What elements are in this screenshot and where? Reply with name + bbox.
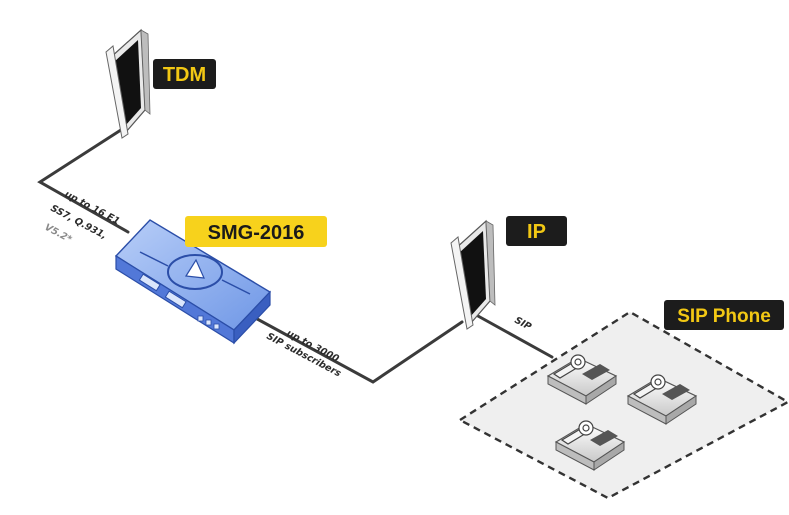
e1-line3-label: V5.2* bbox=[43, 222, 74, 245]
gateway-to-ip-link bbox=[246, 312, 464, 384]
ip-to-phones-link bbox=[476, 314, 554, 359]
ip-tag: IP bbox=[506, 216, 567, 246]
ip-network-icon bbox=[450, 219, 496, 330]
tdm-network-icon bbox=[105, 28, 151, 139]
tdm-label: TDM bbox=[163, 64, 206, 86]
sip-link-label: SIP bbox=[513, 315, 534, 333]
smg-label: SMG-2016 bbox=[208, 222, 305, 244]
sip-phone-tag: SIP Phone bbox=[664, 300, 784, 330]
tdm-to-gateway-link bbox=[37, 126, 130, 234]
gateway-logo-arrow bbox=[184, 258, 205, 279]
ip-phone-icon bbox=[554, 420, 626, 471]
ip-phone-icon bbox=[546, 354, 618, 405]
smg-tag: SMG-2016 bbox=[185, 216, 327, 247]
v52-annotation: V5.2* bbox=[43, 222, 74, 245]
sip-phone-group-boundary bbox=[457, 310, 789, 500]
tdm-tag: TDM bbox=[153, 59, 216, 89]
sip-phone-label: SIP Phone bbox=[677, 306, 771, 327]
ip-label: IP bbox=[527, 221, 546, 243]
sip-link-annotation: SIP bbox=[513, 315, 534, 333]
gateway-logo-ring bbox=[167, 254, 223, 290]
connection-lines bbox=[37, 126, 554, 384]
smg-gateway-device bbox=[114, 219, 272, 345]
ip-phone-icon bbox=[626, 374, 698, 425]
